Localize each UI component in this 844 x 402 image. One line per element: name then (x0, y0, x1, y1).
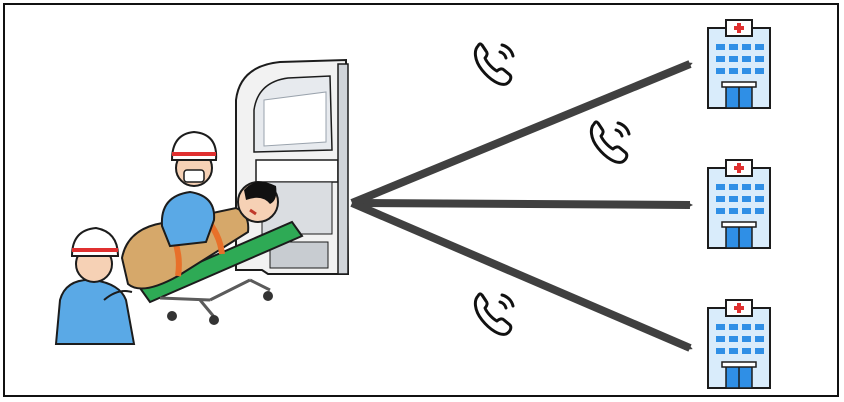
hospital-building-icon (708, 160, 770, 248)
arrow-to-hospital-middle (352, 203, 690, 205)
hospital-building-icon (708, 300, 770, 388)
paramedic-icon (56, 228, 134, 344)
paramedic-icon (162, 132, 216, 246)
hospital-building-icon (708, 20, 770, 108)
phone-call-icon (475, 294, 513, 334)
arrow-to-hospital-top (352, 64, 690, 203)
phone-call-icon (475, 44, 513, 84)
arrow-to-hospital-bottom (352, 203, 690, 348)
phone-call-icon (591, 122, 629, 162)
